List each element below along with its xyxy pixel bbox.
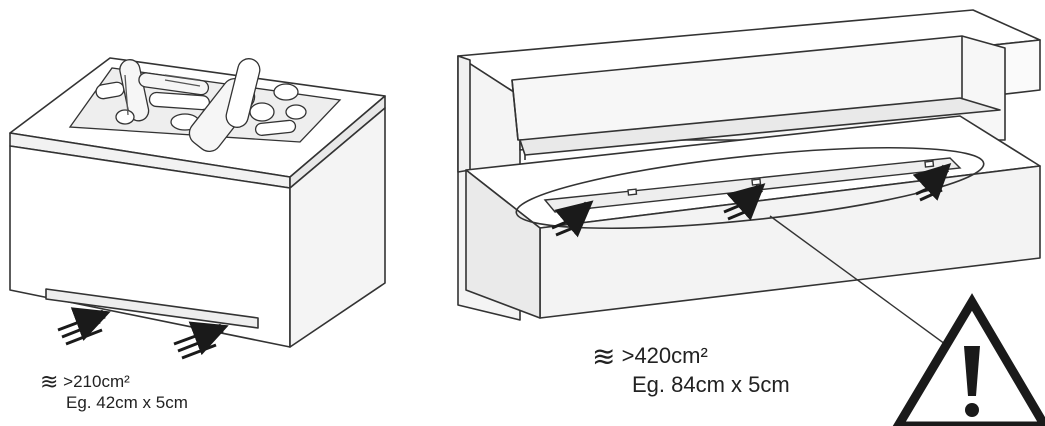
left-example-caption: Eg. 42cm x 5cm [66,393,188,412]
warning-leader-line [769,215,961,356]
left-airflow-arrows [57,307,229,360]
airflow-waves-icon: ≋ [40,370,59,395]
left-area-value: >210cm² [63,372,130,391]
log-set [68,58,342,153]
airflow-waves-icon: ≋ [592,340,616,373]
right-airflow-arrows [551,163,952,238]
right-area-caption: ≋ >420cm² [592,340,708,373]
left-airflow-arrow-1 [57,307,111,346]
left-vent-slot [45,288,259,329]
right-example-caption: Eg. 84cm x 5cm [632,372,790,397]
left-area-caption: ≋ >210cm² [40,370,130,395]
left-airflow-arrow-2 [173,321,229,360]
warning-triangle-icon [892,293,1045,426]
right-airflow-arrow-1 [551,200,594,238]
right-area-value: >420cm² [621,343,708,368]
right-airflow-arrow-2 [723,183,766,221]
right-airflow-arrow-3 [912,163,952,202]
